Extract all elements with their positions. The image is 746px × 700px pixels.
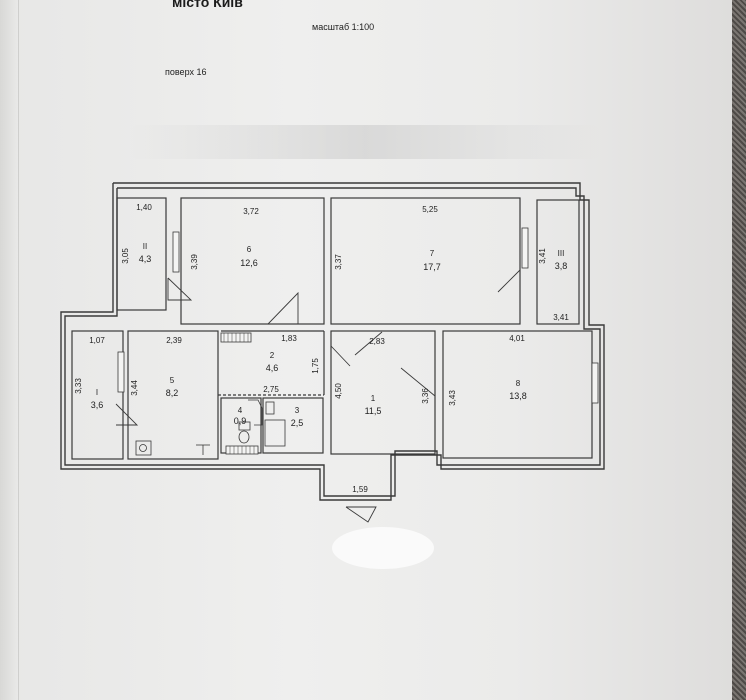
dim-5-25: 5,25 (422, 205, 438, 214)
dim-3-72: 3,72 (243, 207, 259, 216)
dim-3-41: 3,41 (538, 248, 547, 264)
dim-3-05: 3,05 (121, 248, 130, 264)
dim-1-83: 1,83 (281, 334, 297, 343)
room-1-number: 1 (371, 394, 376, 403)
dim-1-07: 1,07 (89, 336, 105, 345)
room-I-number: I (96, 388, 98, 397)
door-swings (115, 268, 521, 523)
dim-1-59: 1,59 (352, 485, 368, 494)
dim-1-75: 1,75 (311, 358, 320, 374)
dim-3-43: 3,43 (448, 390, 457, 406)
dim-4-50: 4,50 (334, 383, 343, 399)
paper-fold-strip (0, 0, 19, 700)
background-surface (732, 0, 746, 700)
dim-4-01: 4,01 (509, 334, 525, 343)
room-2-number: 2 (270, 351, 275, 360)
dim-2-39: 2,39 (166, 336, 182, 345)
room-II-number: II (143, 242, 147, 251)
dim-1-40: 1,40 (136, 203, 152, 212)
room-3-number: 3 (295, 406, 300, 415)
room-5-number: 5 (170, 376, 175, 385)
dim-2-75: 2,75 (263, 385, 279, 394)
room-6-number: 6 (247, 245, 252, 254)
room-6-area: 12,6 (240, 258, 258, 268)
room-I-area: 3,6 (91, 400, 104, 410)
scale-label: масштаб 1:100 (312, 22, 375, 32)
interior-walls (71, 197, 593, 460)
room-5-area: 8,2 (166, 388, 179, 398)
room-3-area: 2,5 (291, 418, 304, 428)
faded-stamp-area (130, 125, 600, 159)
city-title: місто Київ (172, 0, 243, 10)
dim-3-37: 3,37 (334, 254, 343, 270)
outer-walls (60, 182, 605, 501)
window-hatching (223, 333, 255, 454)
dim-3-39: 3,39 (190, 254, 199, 270)
vertical-dimensions: 3,05 3,39 3,37 3,41 3,33 3,44 1,75 4,50 … (74, 248, 547, 406)
room-2-area: 4,6 (266, 363, 279, 373)
floor-label: поверх 16 (165, 67, 207, 77)
room-II-area: 4,3 (139, 254, 152, 264)
dim-3-33: 3,33 (74, 378, 83, 394)
room-7-number: 7 (430, 249, 435, 258)
room-labels: II 4,3 6 12,6 7 17,7 III 3,8 I 3,6 5 8,2… (91, 242, 568, 428)
room-III-area: 3,8 (555, 261, 568, 271)
redaction-blur (332, 527, 434, 569)
room-1-area: 11,5 (365, 406, 382, 416)
room-7-area: 17,7 (423, 262, 441, 272)
fixtures (135, 399, 286, 456)
horizontal-dimensions: 1,40 3,72 5,25 3,41 1,07 2,39 1,83 2,83 … (89, 203, 569, 494)
dim-3-36: 3,36 (421, 388, 430, 404)
room-4-number: 4 (238, 406, 243, 415)
room-4-area: 0,9 (234, 416, 247, 426)
dim-3-44: 3,44 (130, 380, 139, 396)
dim-2-83: 2,83 (369, 337, 385, 346)
dim-1-18: 3,41 (553, 313, 569, 322)
room-8-number: 8 (516, 379, 521, 388)
room-8-area: 13,8 (509, 391, 527, 401)
room-III-number: III (558, 249, 565, 258)
